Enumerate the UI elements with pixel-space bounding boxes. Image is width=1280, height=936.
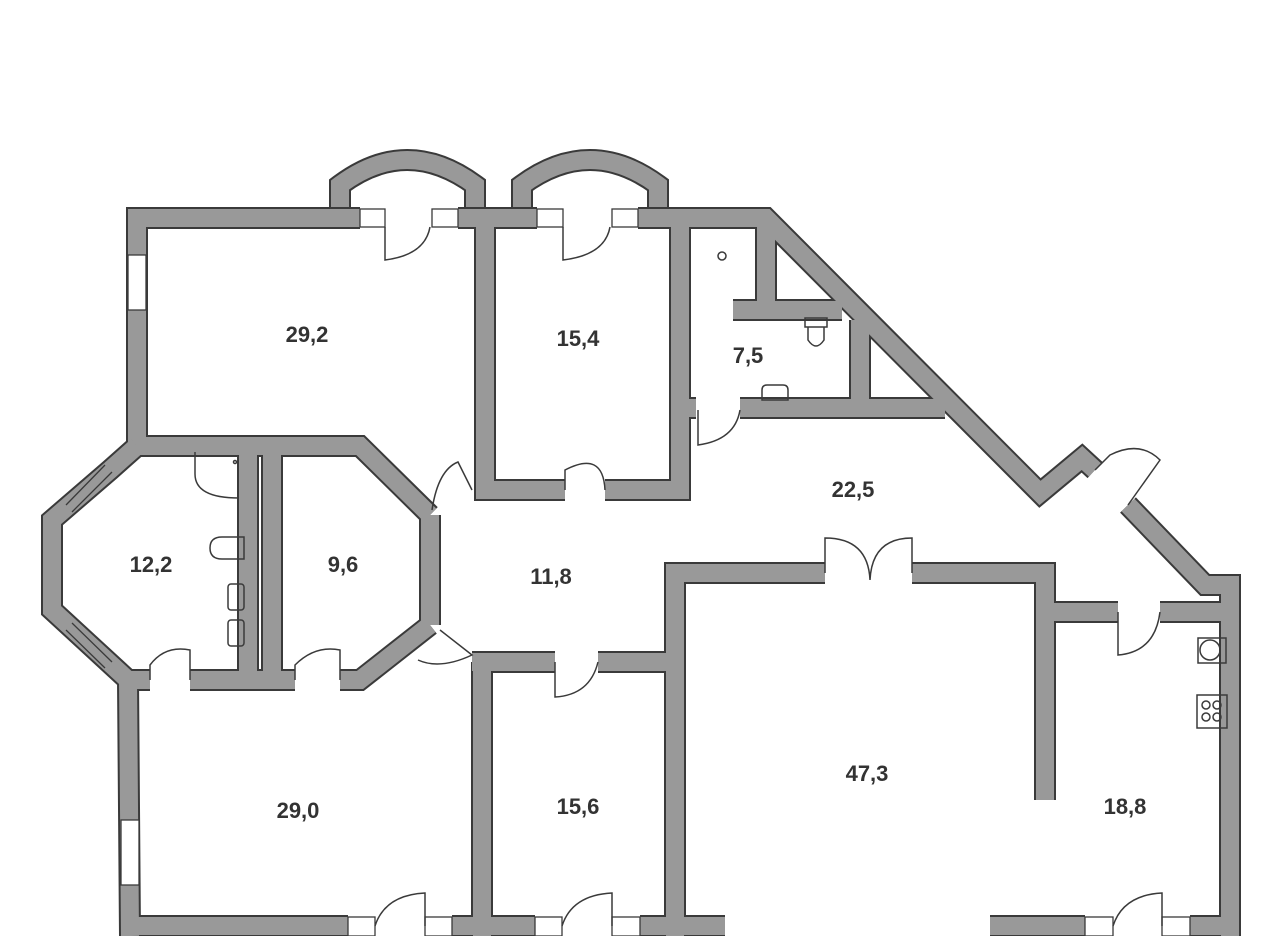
wall xyxy=(1121,498,1239,936)
doors xyxy=(149,226,1163,927)
room-labels: 29,2 15,4 7,5 22,5 12,2 9,6 11,8 47,3 18… xyxy=(130,322,1147,823)
room-area-label: 9,6 xyxy=(328,552,359,577)
wall xyxy=(476,218,565,499)
wall-outline xyxy=(605,218,691,501)
windows xyxy=(65,208,1191,936)
room-area-label: 47,3 xyxy=(846,761,889,786)
wall-outline xyxy=(664,562,825,936)
toilet-icon xyxy=(804,317,828,347)
wall xyxy=(666,564,825,936)
wall-outline xyxy=(474,218,565,501)
stove-icon xyxy=(1196,694,1228,729)
room-area-label: 29,0 xyxy=(277,798,320,823)
room-area-label: 22,5 xyxy=(832,477,875,502)
wall xyxy=(638,209,1102,506)
wall xyxy=(733,218,775,319)
sink-icon xyxy=(761,384,789,401)
wall xyxy=(340,617,436,689)
room-area-label: 15,4 xyxy=(557,326,601,351)
room-area-label: 18,8 xyxy=(1104,794,1147,819)
fixtures xyxy=(194,251,1228,729)
toilet-icon-2 xyxy=(209,536,245,560)
sink-icon-3 xyxy=(227,619,245,647)
wall xyxy=(43,439,143,936)
wall xyxy=(912,564,1054,800)
room-area-label: 29,2 xyxy=(286,322,329,347)
walls xyxy=(41,149,1241,936)
kitchen-sink-icon xyxy=(1197,637,1227,664)
room-area-label: 7,5 xyxy=(733,343,764,368)
wall xyxy=(605,218,689,499)
drain-icon xyxy=(717,251,727,261)
room-area-label: 12,2 xyxy=(130,552,173,577)
room-area-label: 11,8 xyxy=(530,564,572,589)
sink-icon-2 xyxy=(227,583,245,611)
shower-icon xyxy=(194,452,240,499)
wall xyxy=(128,209,437,522)
room-area-label: 15,6 xyxy=(557,794,600,819)
wall-outline xyxy=(912,562,1056,800)
